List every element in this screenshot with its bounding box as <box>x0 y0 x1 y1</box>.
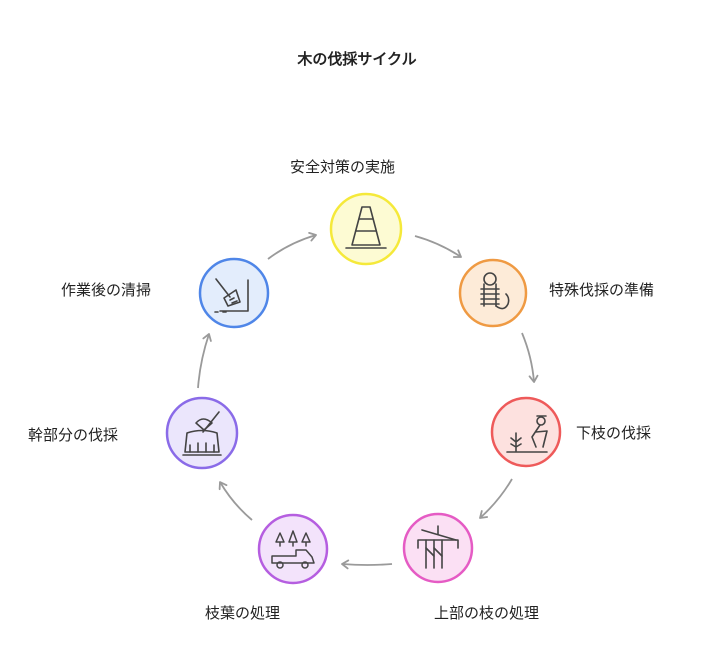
crane-icon <box>417 525 459 569</box>
arrow-2-to-3 <box>521 332 539 383</box>
step-node-lower-branch <box>490 396 562 468</box>
step-label-safety: 安全対策の実施 <box>290 158 396 176</box>
step-node-foliage <box>257 513 329 585</box>
traffic-cone-icon <box>345 206 387 249</box>
step-node-trunk <box>165 396 239 470</box>
step-circle <box>329 192 403 266</box>
arrow-5-to-6 <box>218 481 253 521</box>
tree-cutting-worker-icon <box>506 415 548 453</box>
step-node-cleanup <box>198 257 270 329</box>
page-title: 木の伐採サイクル <box>297 50 417 68</box>
arrow-6-to-7 <box>197 333 212 389</box>
step-label-foliage: 枝葉の処理 <box>205 604 281 622</box>
arrow-1-to-2 <box>414 235 462 258</box>
axe-in-stump-icon <box>182 411 222 456</box>
step-label-lower-branch: 下枝の伐採 <box>576 424 652 442</box>
step-node-safety <box>329 192 403 266</box>
arrow-7-to-1 <box>267 231 317 260</box>
broom-icon <box>214 278 249 313</box>
step-label-trunk: 幹部分の伐採 <box>28 426 119 444</box>
step-label-upper-branch: 上部の枝の処理 <box>434 604 540 622</box>
step-node-special-prep <box>458 258 528 328</box>
step-label-cleanup: 作業後の清掃 <box>61 281 152 299</box>
truck-with-trees-icon <box>271 530 315 569</box>
step-label-special-prep: 特殊伐採の準備 <box>549 281 655 299</box>
arrow-4-to-5 <box>341 559 393 570</box>
cycle-arrows <box>197 231 539 570</box>
step-circle <box>198 257 270 329</box>
step-circle <box>257 513 329 585</box>
arrow-3-to-4 <box>479 478 513 519</box>
step-circle <box>490 396 562 468</box>
step-circle <box>165 396 239 470</box>
step-circle <box>402 512 474 584</box>
rope-icon <box>480 272 510 310</box>
step-node-upper-branch <box>402 512 474 584</box>
step-circle <box>458 258 528 328</box>
